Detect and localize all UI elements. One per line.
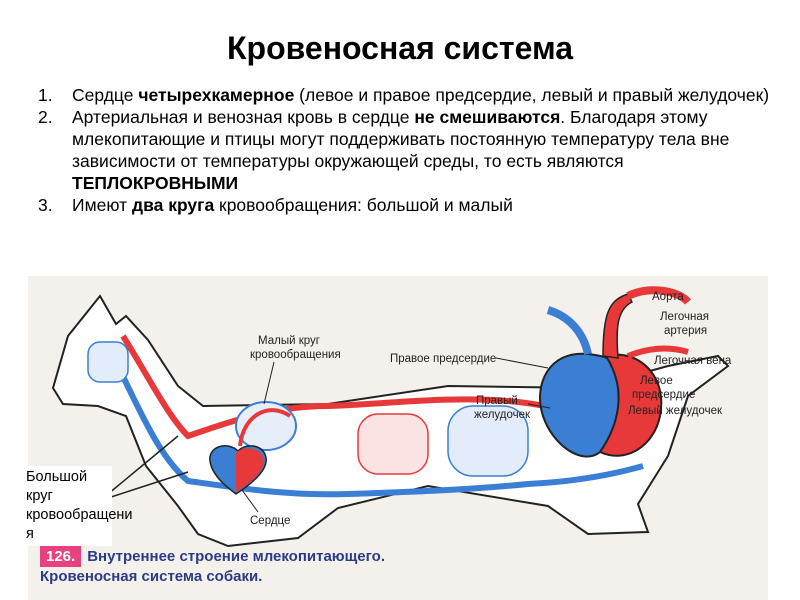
point-1: 1. Сердце четырехкамерное (левое и право… [38, 84, 778, 106]
label-pulmonary-artery-2: артерия [664, 325, 707, 337]
point-bold-text: ТЕПЛОКРОВНЫМИ [72, 173, 239, 193]
pointer-line [241, 489, 259, 513]
point-bold-text: четырехкамерное [138, 85, 295, 105]
figure-caption: 126.Внутреннее строение млекопитающего. … [40, 546, 500, 586]
pointer-arrow [107, 435, 179, 495]
point-text: Артериальная и венозная кровь в сердце [72, 107, 415, 127]
caption-line-2: Кровеносная система собаки. [40, 568, 263, 585]
point-bold-text: два круга [131, 195, 215, 215]
point-text: Сердце [72, 85, 139, 105]
big-circle-label: Большой круг кровообращени я [0, 466, 133, 546]
label-right-ventricle-1: Правый [476, 395, 518, 407]
label-right-ventricle-2: желудочек [474, 409, 531, 421]
big-circle-label-line: я [26, 526, 34, 542]
label-pulmonary-vein: Легочная вена [654, 355, 732, 367]
point-2: 2. Артериальная и венозная кровь в сердц… [38, 106, 778, 194]
label-left-atrium-2: предсердие [632, 389, 695, 401]
big-circle-label-line: кровообращени [26, 507, 133, 523]
pointer-arrow [107, 471, 189, 499]
label-heart: Сердце [250, 515, 290, 527]
pointer-line [263, 361, 275, 405]
page-title: Кровеносная система [227, 30, 573, 66]
lung-network [235, 401, 297, 451]
point-text: Имеют [72, 195, 132, 215]
point-bold-text: не смешиваются [414, 107, 561, 127]
heart-detail [539, 286, 692, 458]
label-aorta: Аорта [652, 291, 684, 303]
label-pulmonary-artery-1: Легочная [660, 311, 709, 323]
liver-network [357, 413, 429, 475]
point-text: . Благодаря этому млекопитающие и птицы … [72, 107, 730, 171]
big-circle-label-line: Большой [26, 469, 88, 485]
label-left-atrium-1: Левое [640, 375, 673, 387]
circulatory-system-figure: Малый круг кровообращения Правое предсер… [28, 276, 768, 600]
pointer-line [527, 403, 551, 409]
point-text: кровообращения: большой и малый [214, 195, 513, 215]
dog-circulation-diagram: Малый круг кровообращения Правое предсер… [51, 286, 732, 548]
label-small-circle-2: кровообращения [250, 349, 341, 361]
point-3: 3. Имеют два круга кровообращения: больш… [38, 194, 778, 216]
caption-number: 126. [40, 546, 82, 567]
point-number: 2. [38, 107, 53, 127]
label-right-atrium: Правое предсердие [390, 353, 496, 365]
point-number: 3. [38, 195, 53, 215]
intestine-network [447, 405, 529, 477]
label-left-ventricle: Левый желудочек [628, 405, 723, 417]
caption-line-1: Внутреннее строение млекопитающего. [87, 548, 385, 565]
key-points-list: 1. Сердце четырехкамерное (левое и право… [38, 84, 778, 216]
label-small-circle-1: Малый круг [258, 335, 320, 347]
head-network [87, 341, 129, 383]
pulmonary-loop [238, 408, 292, 447]
pointer-line [495, 357, 549, 369]
point-number: 1. [38, 85, 53, 105]
point-text: (левое и правое предсердие, левый и прав… [294, 85, 770, 105]
big-circle-label-line: круг [26, 488, 53, 504]
